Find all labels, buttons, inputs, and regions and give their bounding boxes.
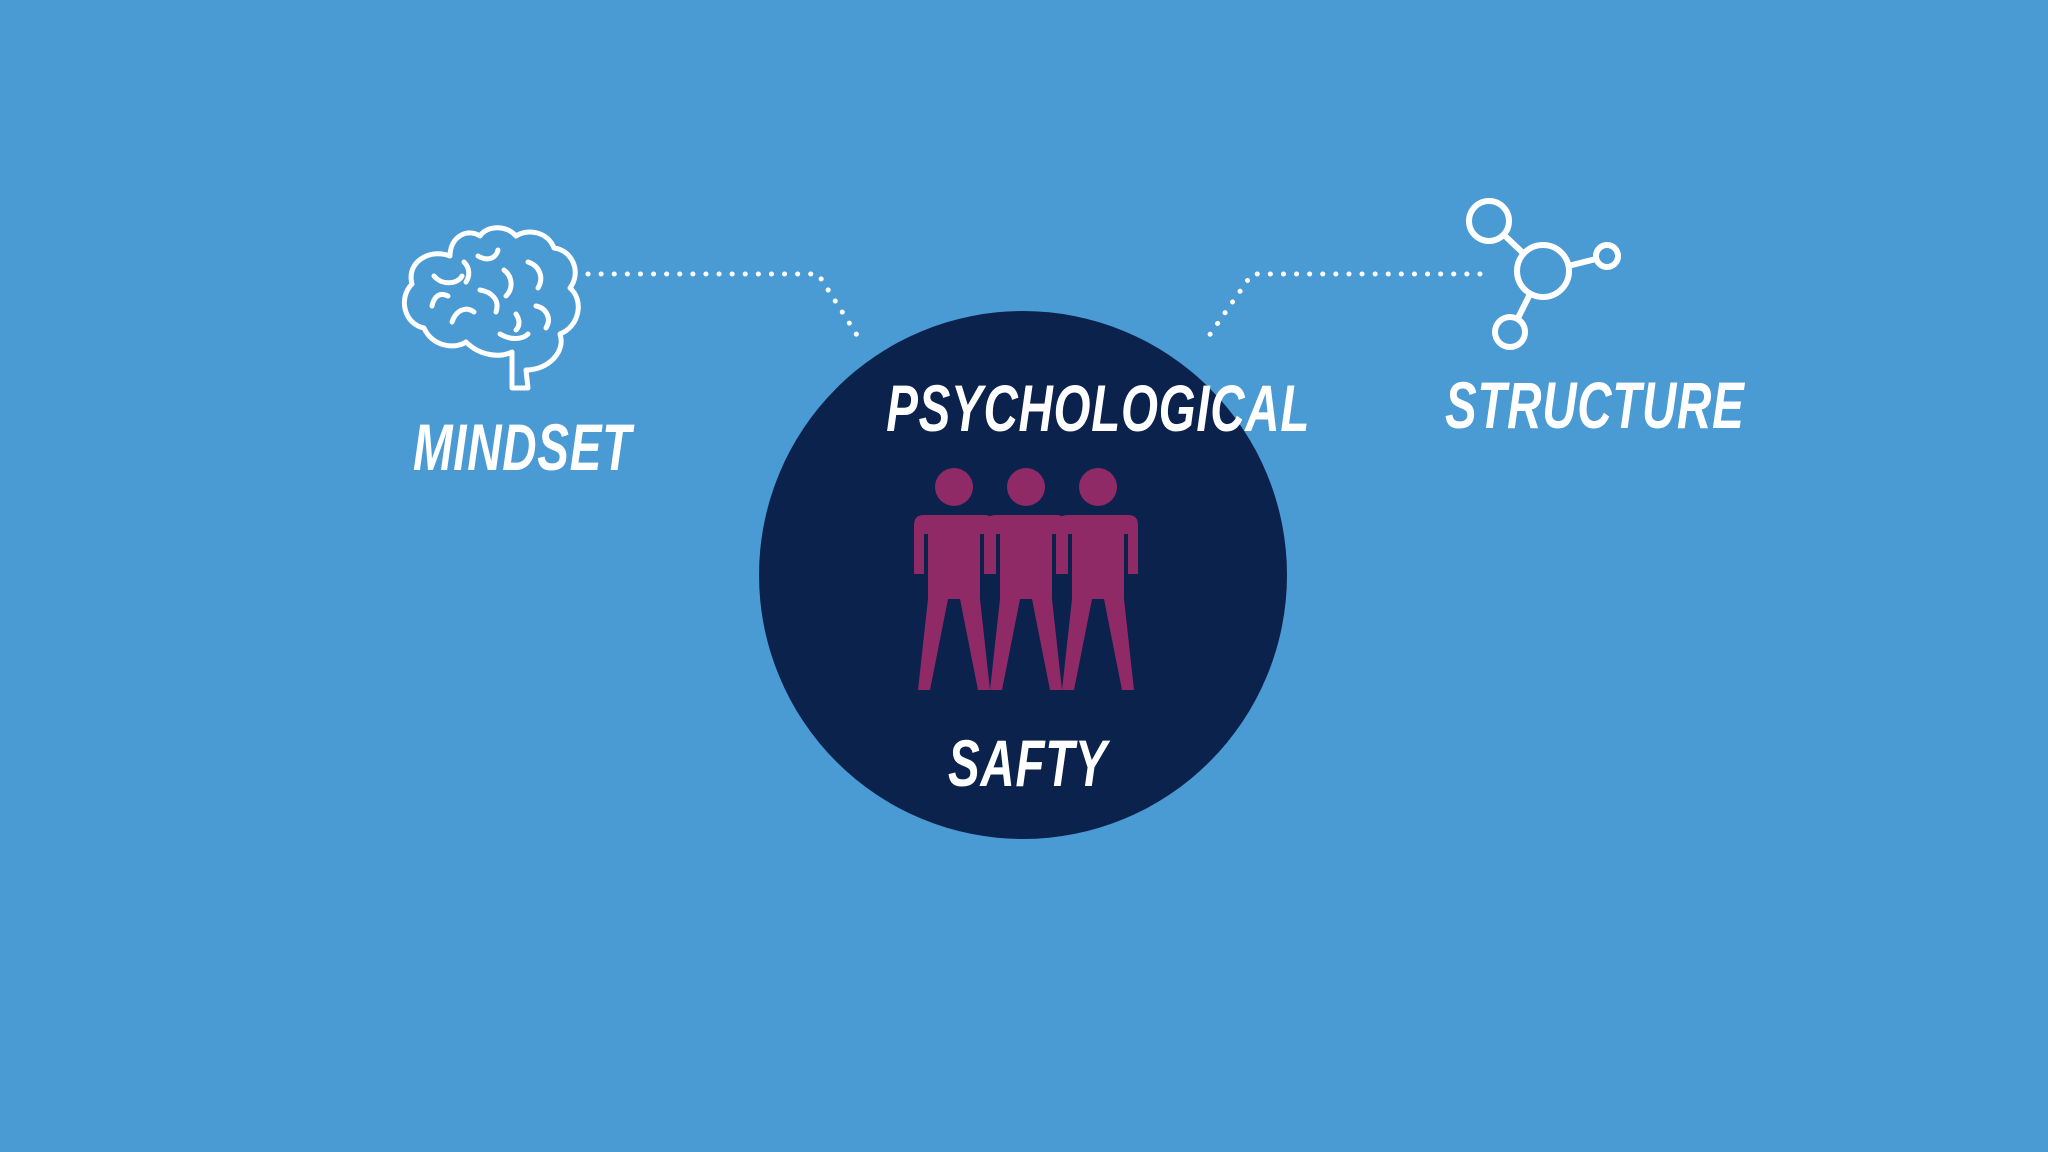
connector-left: [585, 271, 865, 346]
safety-label: SAFTY: [948, 726, 1108, 800]
psychological-label: PSYCHOLOGICAL: [886, 371, 1311, 445]
mindset-label: MINDSET: [413, 410, 632, 484]
structure-label: STRUCTURE: [1445, 368, 1745, 442]
